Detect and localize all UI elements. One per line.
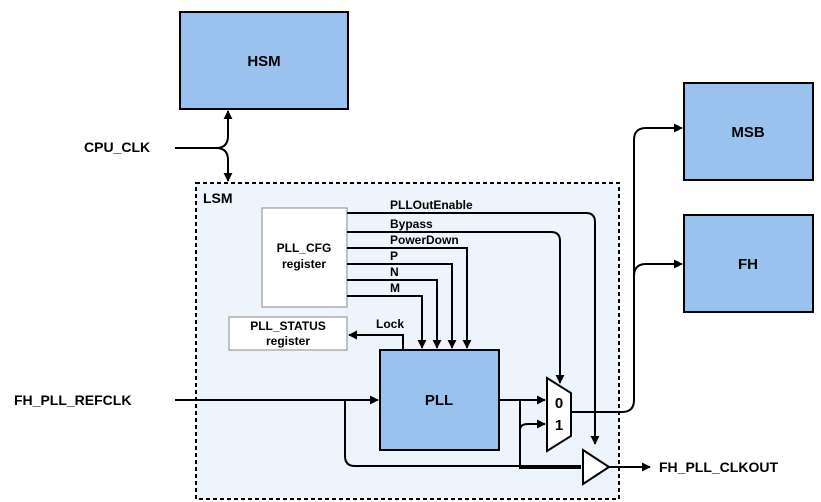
mux-input-1-wire [519,419,546,436]
cpu-clk-wire [175,110,233,149]
fh-label: FH [738,256,758,273]
n-label: N [390,265,399,279]
clock-mux [546,376,572,453]
pll-out-enable-wire [347,212,600,445]
lsm-label: LSM [203,190,233,206]
pll-out-branch-wire [519,400,581,469]
hsm-label: HSM [247,53,280,70]
pll-status-label: PLL_STATUS [250,319,326,333]
lock-label: Lock [376,317,404,331]
msb-block [683,82,814,181]
power-down-wire [347,247,472,349]
p-label: P [390,249,398,263]
fh-pll-clkout-port: FH_PLL_CLKOUT [659,459,778,475]
cpu-clk-port: CPU_CLK [84,139,150,155]
bypass-label: Bypass [390,217,433,231]
cpu-clk-to-lsm-wire [215,147,233,182]
power-down-label: PowerDown [390,233,459,247]
mux-input-1-label: 1 [555,417,563,434]
refclk-bypass-wire [344,400,581,467]
n-wire [347,279,442,349]
m-label: M [390,281,400,295]
lock-wire [348,330,404,350]
m-wire [347,295,427,349]
pll-cfg-sublabel: register [282,257,326,271]
mux-to-fh-wire [633,259,683,277]
msb-label: MSB [731,124,765,141]
pll-out-enable-label: PLLOutEnable [390,198,473,212]
pll-block [379,349,500,451]
bypass-wire [347,231,565,384]
hsm-block [179,11,349,110]
p-wire [347,263,457,349]
output-buffer [582,448,611,486]
pll-cfg-register [261,207,348,308]
pll-status-sublabel: register [266,334,310,348]
fh-block [683,214,814,313]
pll-cfg-label: PLL_CFG [277,241,332,255]
mux-input-0-label: 0 [555,395,563,412]
pll-status-register [228,316,348,351]
fh-pll-refclk-port: FH_PLL_REFCLK [14,392,131,408]
pll-label: PLL [425,392,453,409]
